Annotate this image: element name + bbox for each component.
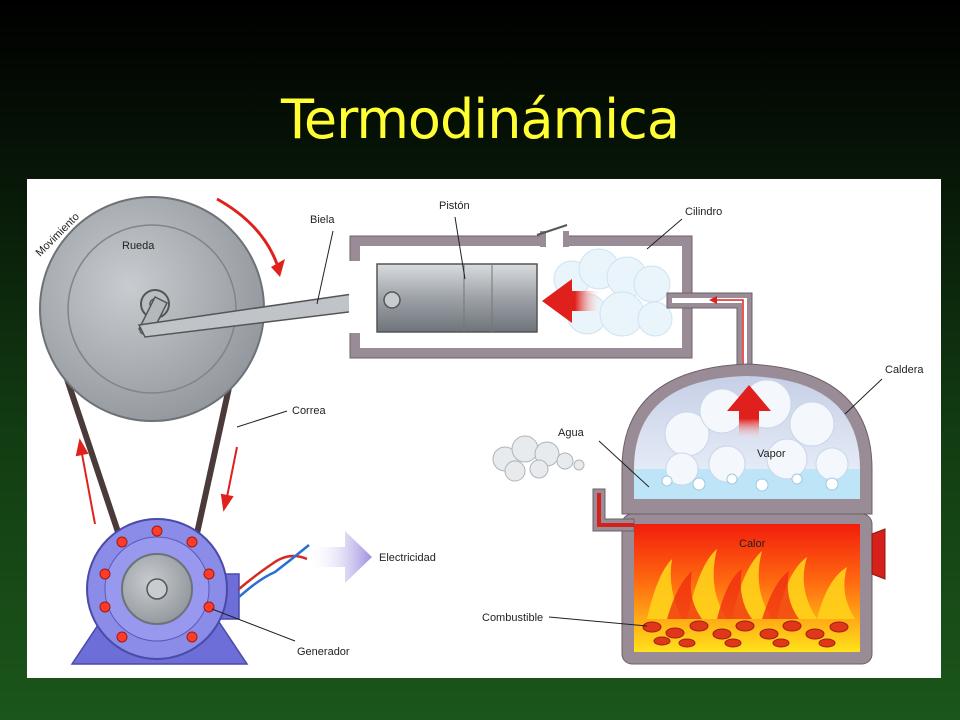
- smoke-cloud: [492, 435, 585, 482]
- label-calor: Calor: [739, 538, 766, 550]
- label-agua: Agua: [558, 427, 585, 439]
- steam-engine-diagram: Movimiento Rueda Biela Pistón Cilindro C…: [27, 179, 941, 678]
- label-rueda: Rueda: [122, 240, 155, 252]
- boiler: [592, 363, 886, 665]
- label-vapor: Vapor: [757, 448, 786, 460]
- label-electricidad: Electricidad: [379, 552, 436, 564]
- electric-wires: [238, 544, 310, 598]
- belt-direction-arrows: [75, 438, 238, 525]
- leader-lines: [211, 216, 883, 642]
- steam-push-arrow: [542, 279, 602, 323]
- rotation-arrow: [216, 197, 279, 265]
- electricity-arrow: [307, 531, 372, 583]
- label-piston: Pistón: [439, 200, 470, 212]
- label-generador: Generador: [297, 646, 350, 658]
- label-combustible: Combustible: [482, 612, 543, 624]
- vapor-rise-arrow: [727, 385, 771, 441]
- label-correa: Correa: [292, 405, 327, 417]
- piston: [376, 263, 538, 333]
- label-cilindro: Cilindro: [685, 206, 722, 218]
- generator: [70, 518, 249, 665]
- label-caldera: Caldera: [885, 364, 924, 376]
- label-biela: Biela: [310, 214, 335, 226]
- slide-title: Termodinámica: [281, 88, 680, 151]
